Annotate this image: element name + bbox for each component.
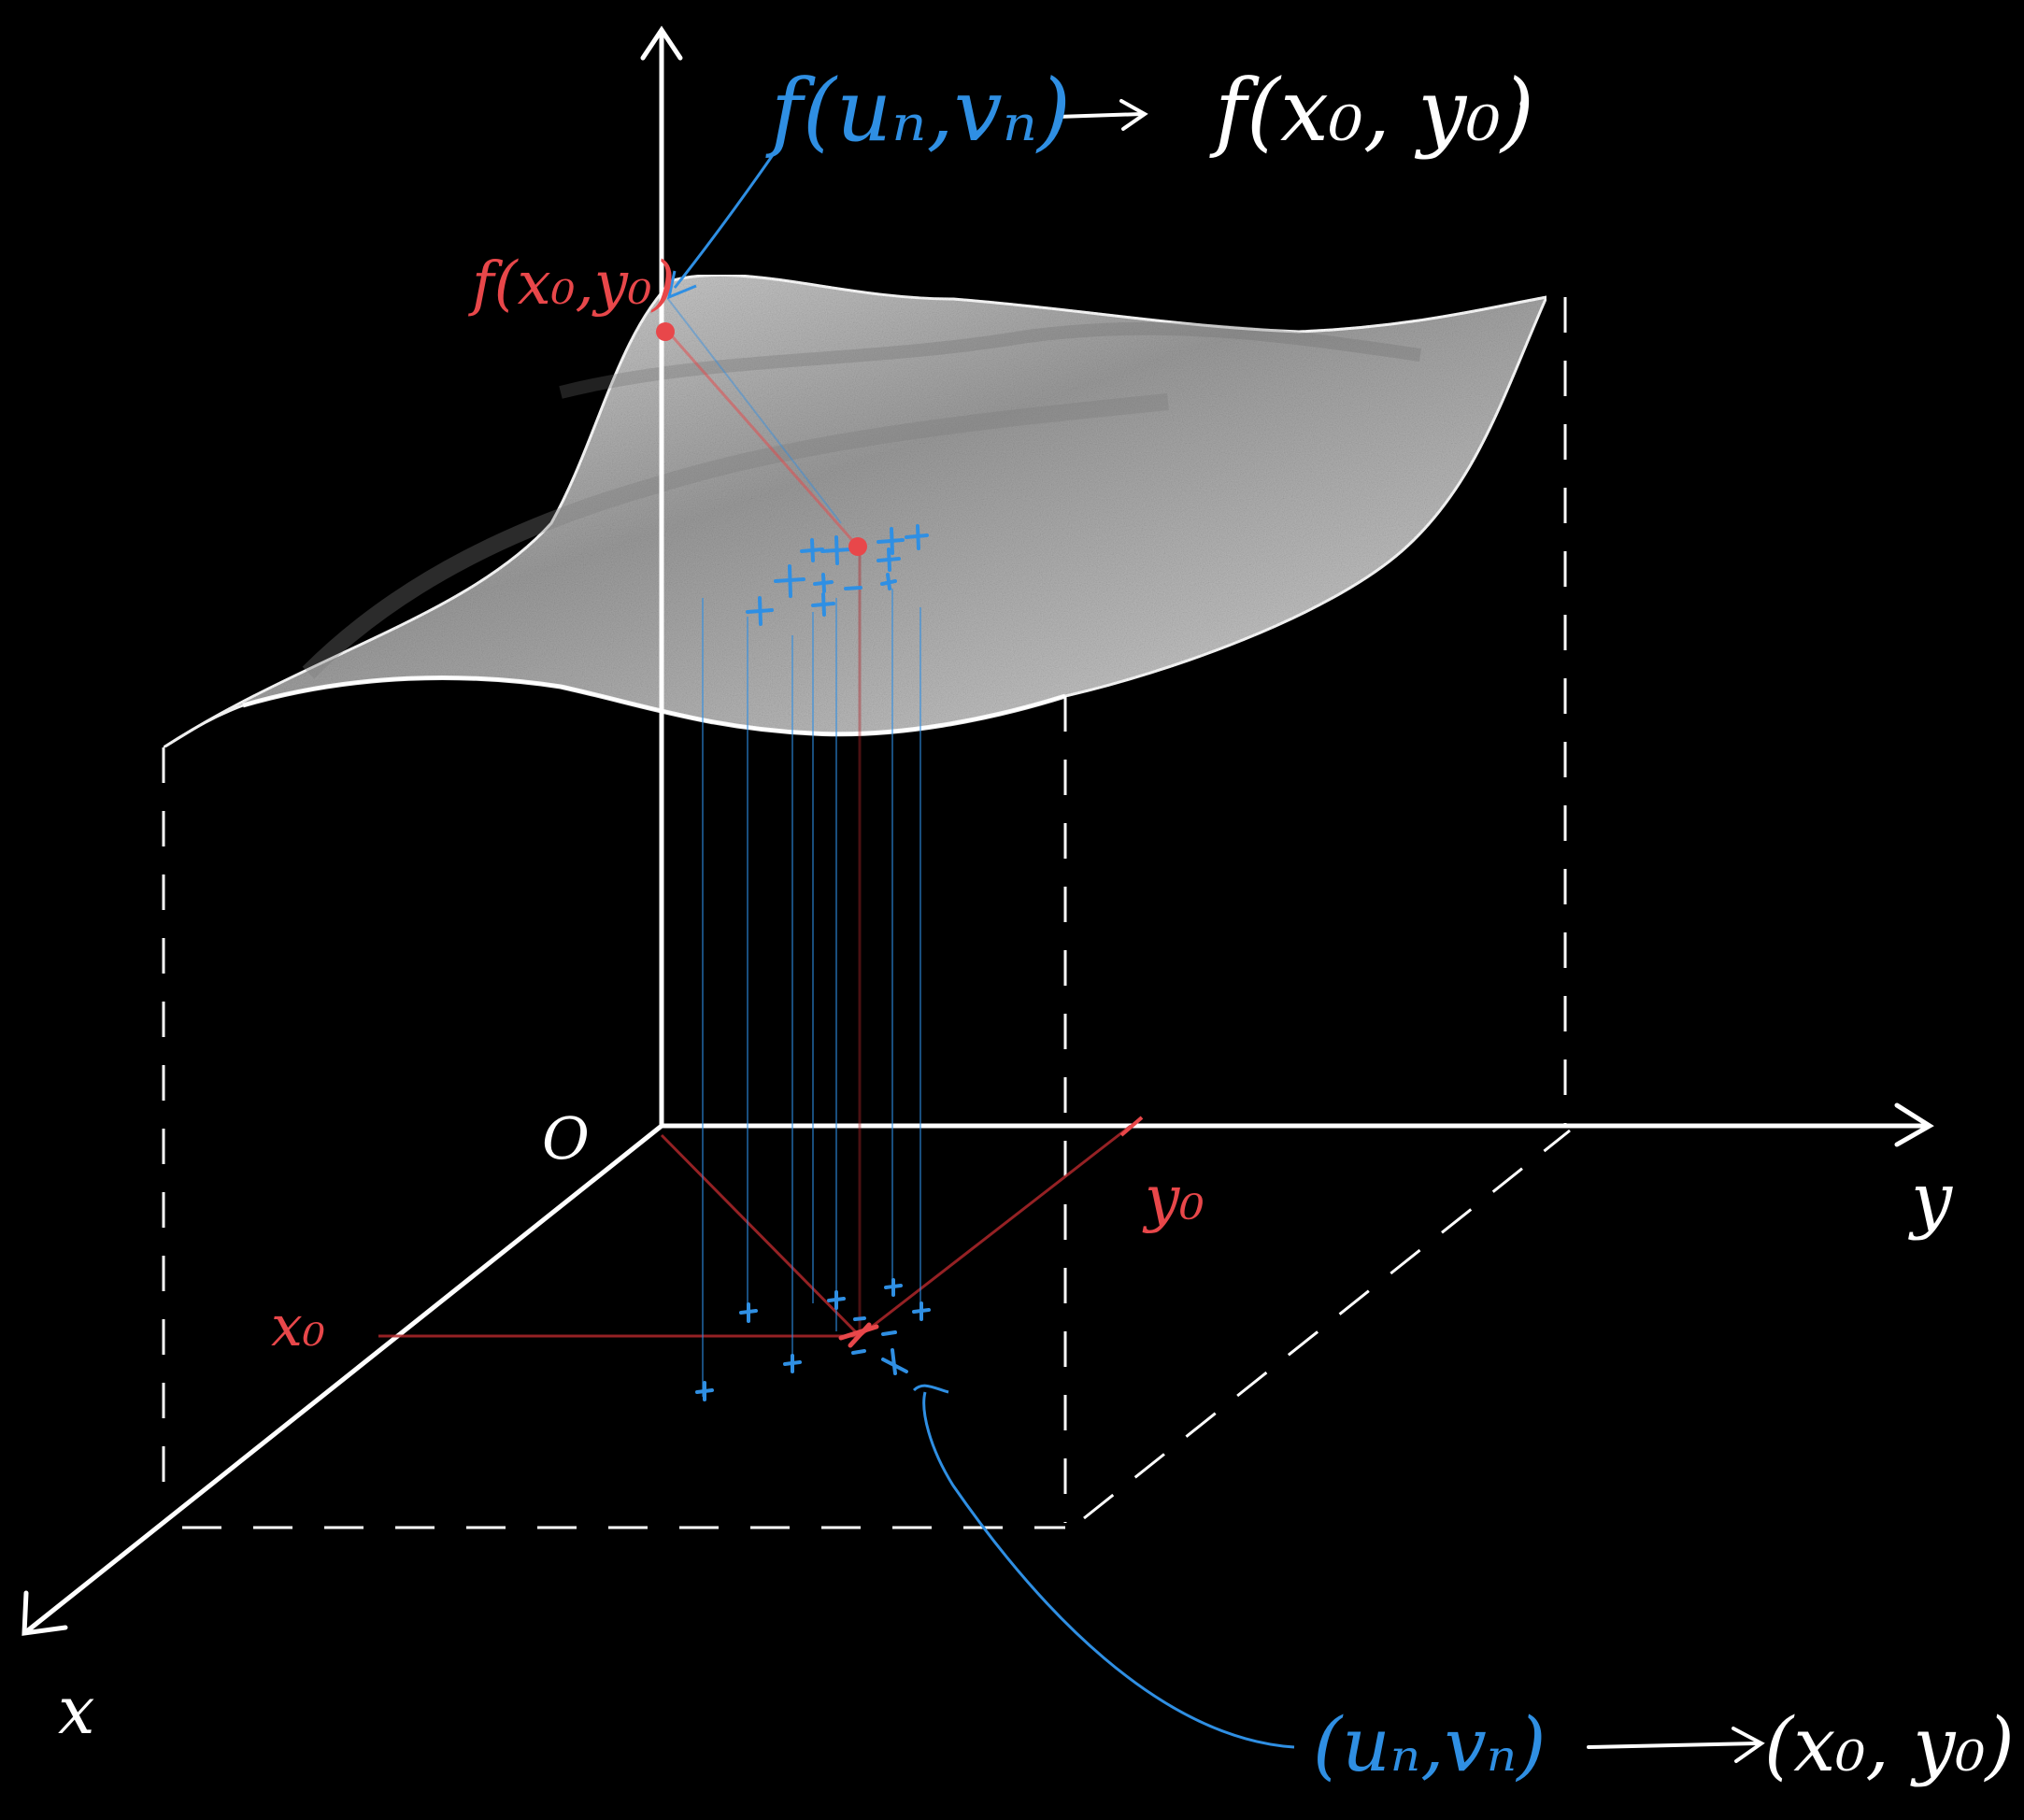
y0-tick: [1119, 1116, 1144, 1137]
surface-sample-point: [880, 573, 897, 590]
surface-point-label: f(x₀,y₀): [468, 249, 676, 319]
base-limit-point: [838, 1322, 879, 1348]
origin-label: O: [542, 1104, 590, 1173]
surface-sample-point: [774, 564, 805, 598]
base-sample-point: [884, 1278, 903, 1297]
surface-points: [746, 524, 929, 626]
base-construction: [378, 331, 1132, 1338]
y-axis-label: y: [1908, 1158, 1953, 1242]
x0-label: x₀: [271, 1294, 325, 1359]
base-sample-point: [881, 1348, 908, 1375]
bottom-annotation-arrow: [1587, 1742, 1759, 1749]
base-sample-point: [827, 1290, 846, 1310]
surface-sample-point: [844, 586, 862, 590]
x-axis-arrowhead: [21, 1590, 68, 1636]
base-sample-point: [853, 1316, 866, 1321]
x-axis-label: x: [58, 1672, 94, 1749]
bottom-annotation-rhs: (x₀, y₀): [1764, 1701, 2015, 1788]
surface-limit-point: [848, 537, 867, 556]
top-annotation-lhs: f(uₙ,vₙ): [765, 61, 1071, 161]
z-axis-arrowhead: [640, 25, 683, 61]
surface-sample-point: [877, 547, 901, 572]
top-annotation-rhs: f(x₀, y₀): [1209, 61, 1534, 161]
y-axis-arrowhead: [1894, 1102, 1934, 1147]
base-points: [695, 1278, 931, 1401]
base-sample-point: [881, 1330, 897, 1336]
surface-edge-highlight: [242, 675, 1066, 737]
surface-sample-point: [905, 524, 929, 550]
surface: [163, 273, 1549, 749]
x-axis: [25, 1123, 664, 1633]
surface-red-projection: [666, 331, 860, 547]
surface-sample-point: [800, 538, 824, 562]
base-sample-point: [695, 1381, 714, 1401]
y0-label: y₀: [1142, 1162, 1204, 1234]
surface-sample-point: [877, 527, 905, 555]
top-annotation-arrowhead: [1119, 99, 1148, 131]
bottom-callout-curve: [922, 1391, 1295, 1749]
bottom-annotation-arrowhead: [1732, 1727, 1765, 1763]
base-sample-point: [739, 1302, 758, 1323]
base-sample-point: [851, 1349, 866, 1355]
surface-shading-streak: [559, 321, 1421, 399]
annotation-arrows: [1056, 99, 1765, 1763]
base-sample-point: [783, 1354, 802, 1373]
blue-projections: [667, 298, 921, 1397]
projection-line: [667, 298, 842, 524]
surface-sample-point: [811, 592, 835, 617]
top-annotation-arrow: [1056, 112, 1144, 119]
surface-sample-point: [813, 573, 834, 593]
top-callout-arrow: [673, 139, 785, 289]
bottom-annotation-lhs: (uₙ,vₙ): [1313, 1701, 1546, 1788]
surface-corner-red-point: [656, 322, 675, 341]
axes: [21, 25, 1934, 1636]
surface-sample-point: [820, 535, 852, 565]
surface-sample-point: [746, 596, 774, 626]
base-sample-point: [912, 1301, 931, 1321]
top-annotation-dot: ·: [1514, 65, 1534, 142]
top-callout-arrowhead: [666, 270, 697, 300]
y0-guide: [859, 1124, 1132, 1338]
bottom-callout-hook: [912, 1384, 949, 1394]
guide-lines: [162, 297, 1571, 1529]
origin-to-point-guide: [660, 1133, 862, 1338]
